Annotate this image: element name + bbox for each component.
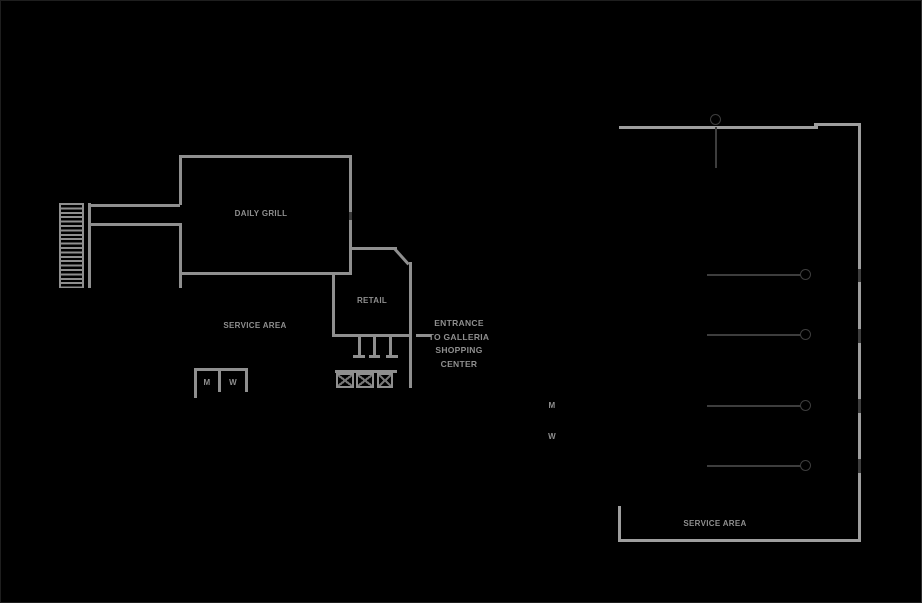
right-wing-top-wall-step bbox=[814, 123, 861, 126]
retail-label: RETAIL bbox=[356, 296, 388, 305]
entrance-note-line: ENTRANCE bbox=[434, 318, 484, 328]
restroom-men-label: M bbox=[203, 378, 211, 387]
door-leaf-line bbox=[707, 334, 801, 336]
restroom-left-wall bbox=[194, 368, 197, 398]
service-area-left-label: SERVICE AREA bbox=[223, 321, 287, 330]
door-swing-icon bbox=[800, 329, 811, 340]
shaft-top-wall bbox=[335, 370, 397, 373]
door-swing-icon bbox=[800, 269, 811, 280]
retail-top-wall bbox=[351, 247, 397, 250]
daily-grill-door-icon bbox=[349, 212, 352, 220]
daily-grill-bottom-wall bbox=[179, 272, 352, 275]
retail-bottom-wall bbox=[332, 334, 412, 337]
door-leaf-line bbox=[707, 405, 801, 407]
retail-bottom-wall-extension bbox=[416, 334, 431, 337]
storefront-sill bbox=[353, 355, 365, 358]
right-wing-left-wall-stub bbox=[618, 506, 621, 542]
daily-grill-right-wall-lower bbox=[349, 220, 352, 275]
entrance-note: ENTRANCE TO GALLERIA SHOPPING CENTER bbox=[409, 317, 509, 371]
entrance-note-line: CENTER bbox=[440, 358, 478, 369]
storefront-jamb bbox=[358, 336, 361, 357]
door-swing-icon bbox=[800, 400, 811, 411]
stairs-icon bbox=[59, 203, 84, 288]
right-wing-east-wall bbox=[858, 343, 861, 399]
storefront-jamb bbox=[373, 336, 376, 357]
restroom-top-wall bbox=[194, 368, 248, 371]
retail-left-wall bbox=[332, 275, 335, 337]
right-wing-east-wall bbox=[858, 123, 861, 269]
shaft-x-icon bbox=[336, 373, 354, 388]
door-swing-icon bbox=[710, 114, 721, 125]
service-area-right-label: SERVICE AREA bbox=[683, 519, 747, 528]
door-leaf-line bbox=[707, 274, 801, 276]
restroom-middle-wall bbox=[218, 368, 221, 392]
door-swing-icon bbox=[800, 460, 811, 471]
right-wing-east-wall bbox=[858, 413, 861, 459]
mid-women-label: W bbox=[548, 432, 556, 441]
restroom-women-label: W bbox=[229, 378, 237, 387]
daily-grill-right-wall-upper bbox=[349, 155, 352, 212]
east-wall-door-icon bbox=[858, 329, 861, 343]
right-wing-east-wall bbox=[858, 473, 861, 542]
storefront-sill bbox=[386, 355, 398, 358]
east-wall-door-icon bbox=[858, 459, 861, 473]
right-wing-east-wall bbox=[858, 282, 861, 329]
corridor-bottom-wall bbox=[90, 223, 180, 226]
door-leaf-line bbox=[707, 465, 801, 467]
corridor-top-wall bbox=[90, 204, 180, 207]
daily-grill-left-wall-lower bbox=[179, 223, 182, 288]
east-wall-door-icon bbox=[858, 269, 861, 282]
right-wing-top-wall bbox=[619, 126, 818, 129]
daily-grill-top-wall bbox=[179, 155, 352, 158]
storefront-jamb bbox=[389, 336, 392, 357]
daily-grill-label: DAILY GRILL bbox=[234, 209, 288, 218]
shaft-x-icon bbox=[377, 373, 393, 388]
daily-grill-left-wall-upper bbox=[179, 155, 182, 205]
restroom-right-wall bbox=[245, 368, 248, 392]
stair-side-wall bbox=[88, 203, 91, 288]
retail-right-wall bbox=[409, 262, 412, 388]
door-leaf-line bbox=[715, 127, 717, 168]
east-wall-door-icon bbox=[858, 399, 861, 413]
entrance-note-line: TO GALLERIA bbox=[428, 331, 490, 342]
storefront-sill bbox=[369, 355, 380, 358]
mid-men-label: M bbox=[548, 401, 556, 410]
right-wing-bottom-wall bbox=[618, 539, 861, 542]
retail-corner-diagonal-wall bbox=[392, 247, 410, 266]
shaft-x-icon bbox=[356, 373, 374, 388]
entrance-note-line: SHOPPING bbox=[435, 345, 483, 355]
